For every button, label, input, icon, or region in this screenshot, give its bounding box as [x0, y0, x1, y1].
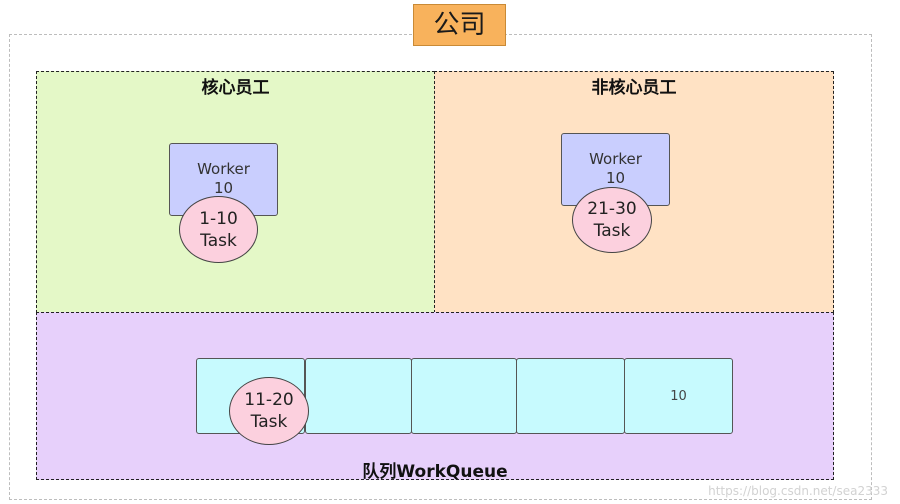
noncore-task-ellipse: 21-30 Task: [572, 187, 652, 253]
work-queue-title: 队列WorkQueue: [362, 462, 508, 482]
core-worker-count: 10: [213, 179, 234, 197]
company-title: 公司: [413, 4, 506, 46]
noncore-worker-count: 10: [605, 169, 626, 187]
noncore-task-range: 21-30: [587, 199, 637, 219]
queue-slot-last: 10: [624, 358, 733, 434]
noncore-task-label: Task: [593, 221, 631, 241]
noncore-employees-title: 非核心员工: [591, 78, 677, 98]
core-employees-title: 核心员工: [201, 78, 270, 98]
queue-slot: [305, 358, 412, 434]
core-task-ellipse: 1-10 Task: [179, 196, 258, 263]
core-worker-label: Worker: [197, 160, 250, 178]
queue-slot: [516, 358, 625, 434]
watermark: https://blog.csdn.net/sea2333: [708, 484, 888, 498]
queue-capacity-label: 10: [670, 388, 687, 404]
core-task-label: Task: [200, 230, 237, 251]
core-task-range: 1-10: [199, 208, 238, 229]
noncore-worker-label: Worker: [589, 150, 642, 168]
queue-task-range: 11-20: [244, 390, 294, 410]
queue-task-label: Task: [250, 412, 288, 432]
queue-slot: [411, 358, 517, 434]
queue-task-ellipse: 11-20 Task: [229, 377, 309, 445]
core-worker-box: Worker 10: [169, 143, 278, 216]
